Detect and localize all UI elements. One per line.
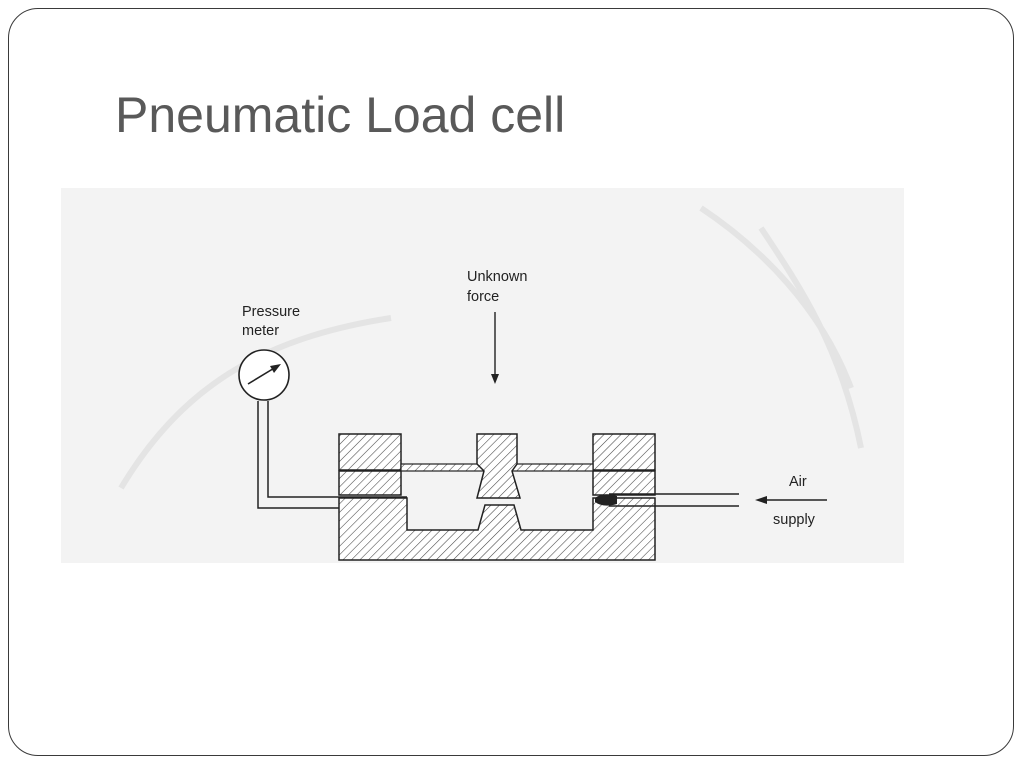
air-label-line2: supply [773, 512, 816, 528]
down-arrow-icon [491, 312, 499, 384]
pressure-gauge-icon [238, 349, 290, 401]
slide-title: Pneumatic Load cell [115, 87, 566, 143]
left-lower-block [338, 470, 402, 496]
meter-label-line1: Pressure [242, 304, 300, 320]
faint-scan-marks [118, 205, 864, 490]
left-upper-block [338, 433, 402, 471]
load-cell-diagram: Unknown force Pressure meter Air supply [61, 188, 904, 563]
right-upper-block [592, 433, 656, 471]
cell-base [338, 497, 656, 561]
load-piston [476, 433, 522, 499]
air-label-line1: Air [789, 474, 807, 490]
force-label-line1: Unknown [467, 269, 527, 285]
nozzle [595, 494, 617, 506]
diagram-canvas: Unknown force Pressure meter Air supply [61, 188, 904, 563]
meter-label-line2: meter [242, 323, 279, 339]
slide: Pneumatic Load cell [8, 8, 1014, 756]
force-label-line2: force [467, 289, 499, 305]
scan-background [61, 188, 904, 563]
left-arrow-icon [755, 496, 827, 504]
right-lower-block [592, 470, 656, 496]
meter-pipe-inner [267, 401, 407, 498]
